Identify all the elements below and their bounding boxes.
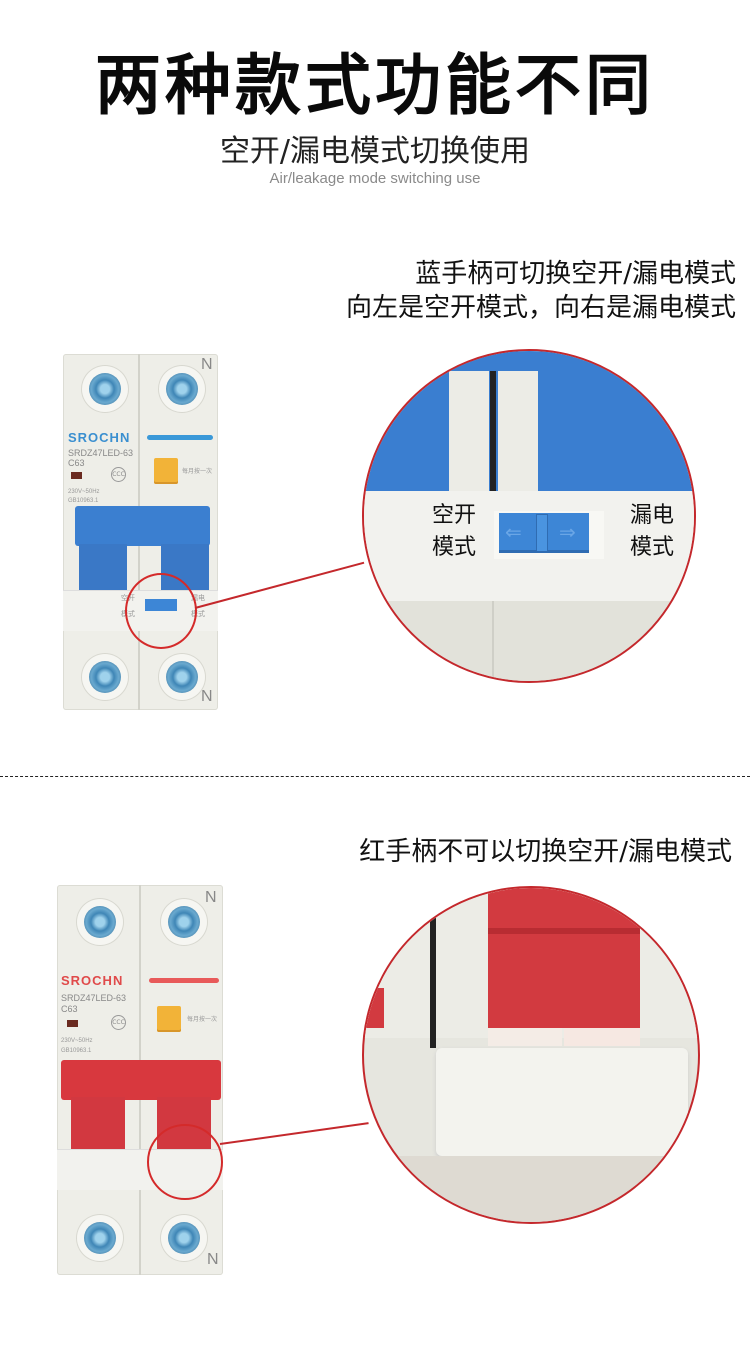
model-number: SRDZ47LED-63 bbox=[61, 993, 127, 1003]
status-stripe bbox=[147, 435, 213, 440]
red-note: 红手柄不可以切换空开/漏电模式 bbox=[359, 837, 732, 867]
test-hint: 每月按一次 bbox=[182, 469, 213, 475]
brand-logo: SROCHN bbox=[68, 430, 131, 445]
callout-line bbox=[194, 561, 365, 609]
terminal-screw-icon bbox=[159, 366, 205, 412]
red-zoom-detail bbox=[362, 886, 700, 1224]
neutral-mark: N bbox=[207, 1251, 219, 1268]
blue-handle bbox=[75, 506, 210, 546]
neutral-mark: N bbox=[201, 356, 213, 373]
blue-breaker-image: N SROCHN SRDZ47LED-63 C63 CCC 230V~50Hz … bbox=[63, 354, 218, 710]
standard: GB10963.1 bbox=[61, 1048, 92, 1054]
terminal-screw-icon bbox=[159, 654, 205, 700]
terminal-screw-icon bbox=[82, 366, 128, 412]
neutral-mark: N bbox=[201, 688, 213, 705]
terminal-screw-icon bbox=[161, 899, 207, 945]
rating: C63 bbox=[61, 1004, 78, 1014]
rating: C63 bbox=[68, 458, 85, 468]
page-subtitle-english: Air/leakage mode switching use bbox=[269, 170, 481, 187]
terminal-screw-icon bbox=[77, 899, 123, 945]
label-air-mode-2: 模式 bbox=[432, 535, 477, 560]
highlight-ring bbox=[147, 1124, 223, 1200]
standard: GB10963.1 bbox=[68, 498, 99, 504]
arrow-right-icon: ⇒ bbox=[559, 520, 576, 544]
indicator-led bbox=[71, 472, 82, 479]
page-title: 两种款式功能不同 bbox=[95, 47, 655, 124]
ccc-mark: CCC bbox=[111, 467, 126, 482]
voltage: 230V~50Hz bbox=[68, 489, 100, 495]
mode-slider: ⇐ ⇒ bbox=[499, 513, 589, 553]
neutral-mark: N bbox=[205, 889, 217, 906]
status-stripe bbox=[149, 978, 219, 983]
ccc-mark: CCC bbox=[111, 1015, 126, 1030]
blue-zoom-detail: ⇐ ⇒ 空开 模式 漏电 模式 bbox=[362, 349, 696, 683]
terminal-screw-icon bbox=[161, 1215, 207, 1261]
terminal-screw-icon bbox=[82, 654, 128, 700]
blue-note-line2: 向左是空开模式，向右是漏电模式 bbox=[345, 293, 736, 323]
indicator-led bbox=[67, 1020, 78, 1027]
terminal-screw-icon bbox=[77, 1215, 123, 1261]
model-number: SRDZ47LED-63 bbox=[68, 448, 134, 458]
slider-thumb bbox=[537, 515, 547, 551]
blue-note-line1: 蓝手柄可切换空开/漏电模式 bbox=[415, 259, 736, 289]
label-air-mode-1: 空开 bbox=[432, 503, 477, 528]
test-button bbox=[157, 1006, 181, 1032]
test-button bbox=[154, 458, 178, 484]
voltage: 230V~50Hz bbox=[61, 1038, 93, 1044]
test-hint: 每月按一次 bbox=[187, 1017, 218, 1023]
label-leak-mode-1: 漏电 bbox=[630, 503, 675, 528]
callout-line bbox=[219, 1122, 369, 1145]
brand-logo: SROCHN bbox=[61, 973, 124, 988]
section-divider bbox=[0, 776, 750, 777]
label-leak-mode-2: 模式 bbox=[630, 535, 675, 560]
red-breaker-image: N SROCHN SRDZ47LED-63 C63 CCC 230V~50Hz … bbox=[57, 885, 223, 1275]
arrow-left-icon: ⇐ bbox=[505, 520, 522, 544]
page-subtitle: 空开/漏电模式切换使用 bbox=[219, 134, 531, 169]
highlight-ring bbox=[125, 573, 197, 649]
red-handle bbox=[61, 1060, 221, 1100]
